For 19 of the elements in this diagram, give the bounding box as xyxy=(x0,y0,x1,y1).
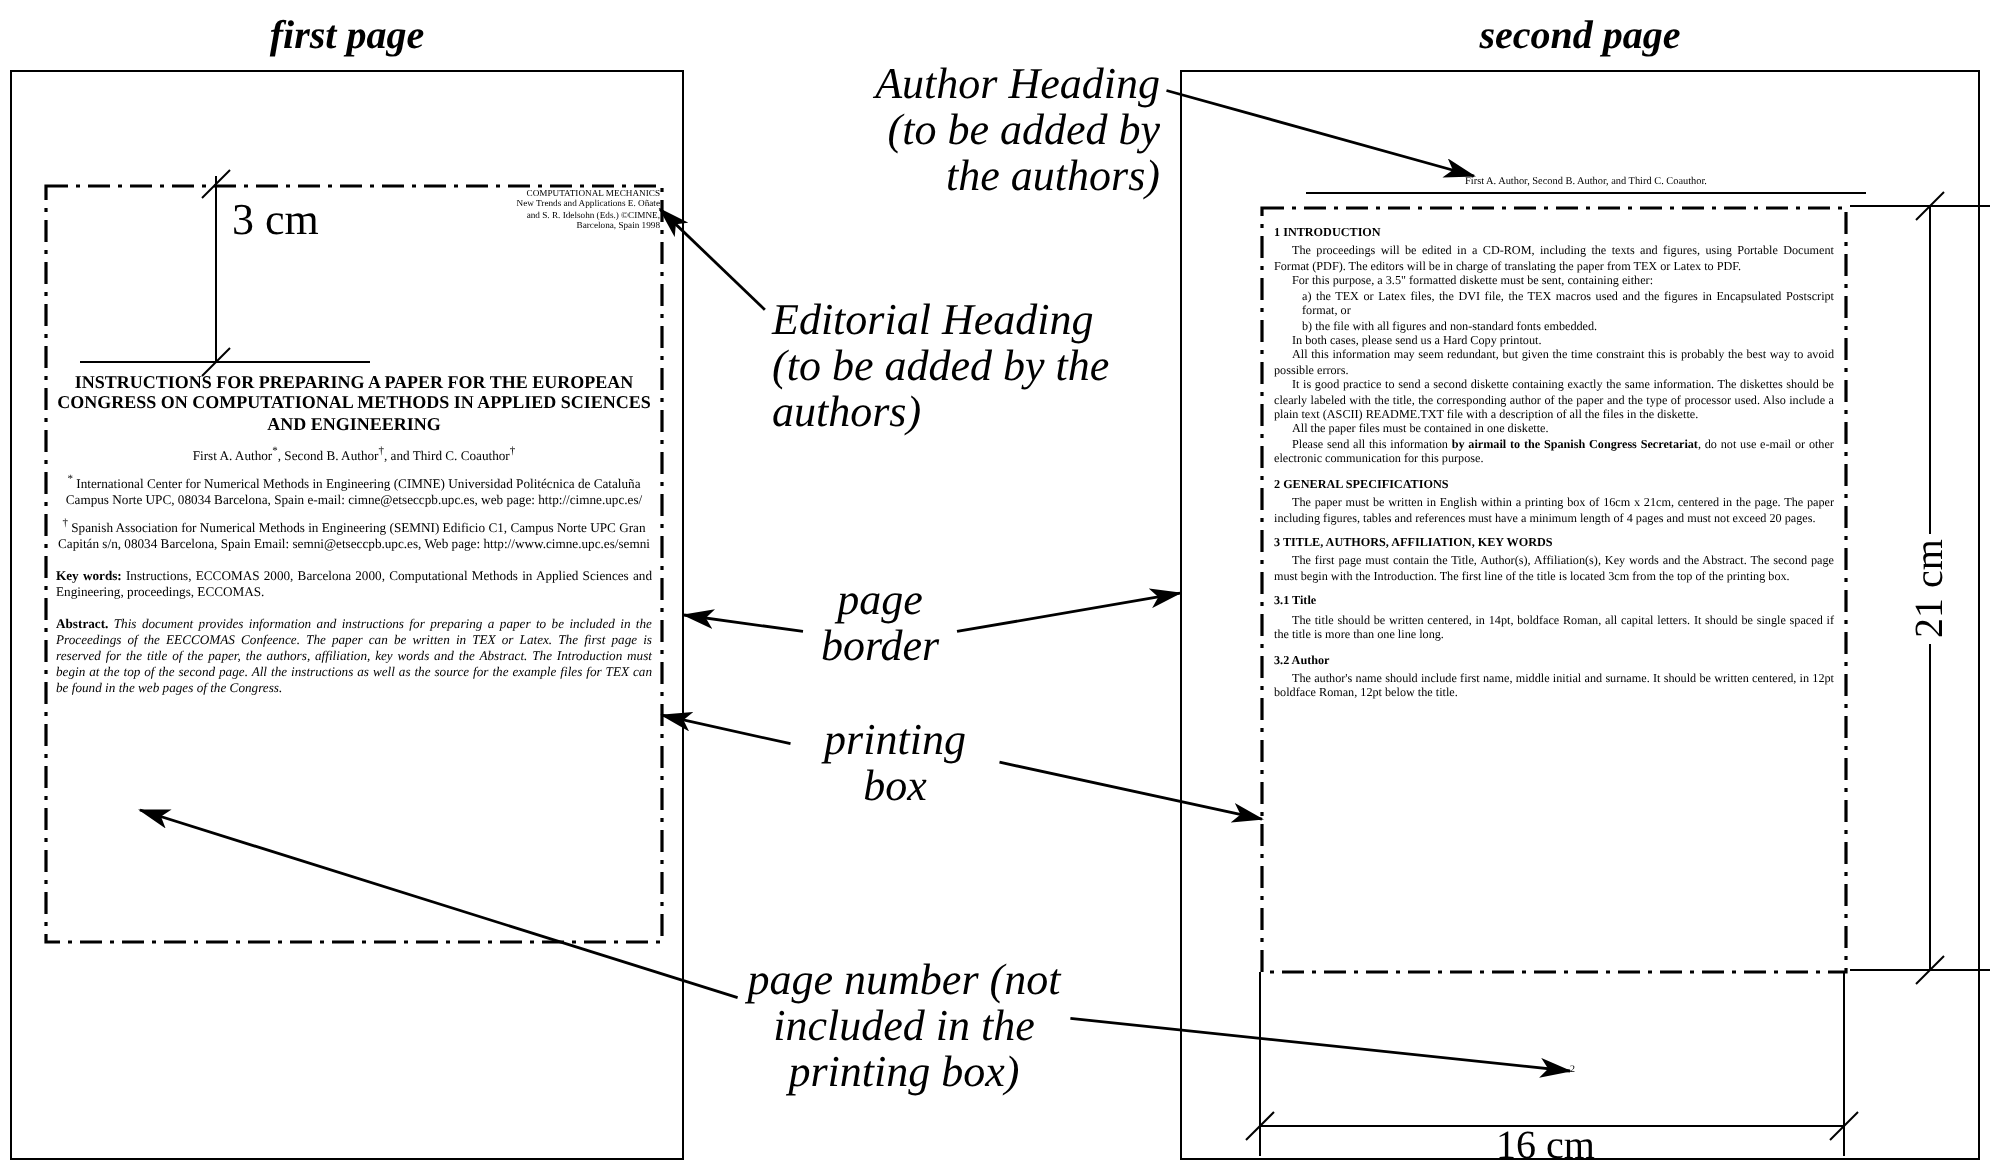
dimension-label: 3 cm xyxy=(232,194,319,246)
callout-text: Editorial Heading (to be added by the authors) xyxy=(772,296,1128,435)
paper-title: INSTRUCTIONS FOR PREPARING A PAPER FOR THE EUROPEAN CONGRESS ON COMPUTATIONAL METHODS IN APPLIED SCIENCES AND ENGINEERING xyxy=(56,372,652,435)
callout-text: Author Heading (to be added by the authors) xyxy=(836,60,1160,199)
arrow xyxy=(682,609,804,633)
page-heading: second page xyxy=(1477,14,1683,60)
arrow xyxy=(660,711,791,746)
printing-box xyxy=(46,186,662,942)
arrow xyxy=(956,588,1182,633)
callout-text: printing box xyxy=(800,716,990,809)
arrow xyxy=(1070,1016,1572,1078)
arrow xyxy=(658,207,766,311)
callout-text: page border xyxy=(810,576,950,669)
page-heading: first page xyxy=(267,14,427,60)
callout-text: page number (not included in the printing box) xyxy=(744,956,1064,1095)
arrow xyxy=(138,808,739,999)
arrow xyxy=(999,760,1264,823)
dimension-label: 16 cm xyxy=(1496,1126,1595,1166)
printing-box xyxy=(1262,208,1846,972)
